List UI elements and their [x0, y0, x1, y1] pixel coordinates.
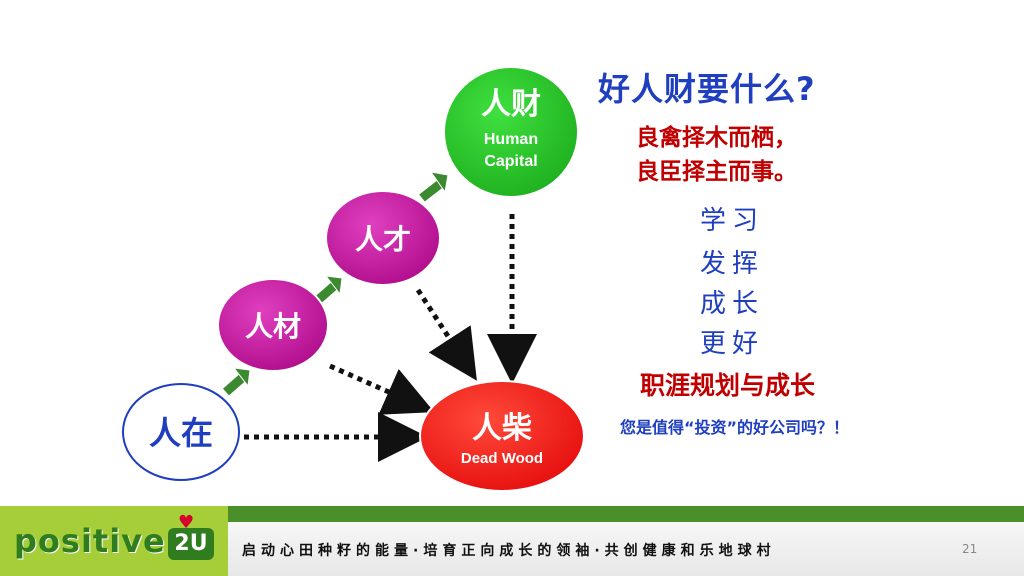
logo-text: positive — [14, 522, 166, 560]
node-rencai-wealth-en2: Capital — [484, 153, 537, 170]
word-chengzhang: 成长 — [700, 289, 765, 319]
growth-arrow-2 — [315, 275, 343, 304]
node-rencai-wealth-en1: Human — [484, 131, 538, 148]
logo-suffix: 2U — [168, 528, 214, 560]
node-renchai-en: Dead Wood — [461, 450, 543, 467]
node-rencai-wealth: 人财 Human Capital — [443, 66, 579, 198]
node-renchai: 人柴 Dead Wood — [419, 380, 585, 492]
right-title: 好人财要什么? — [598, 70, 816, 108]
arrow-rencai2-to-renchai — [415, 288, 477, 381]
arrow-rencai1-to-renchai — [328, 363, 435, 415]
word-xuexi: 学习 — [700, 206, 765, 236]
growth-arrow-1 — [223, 367, 251, 396]
page-number: 21 — [962, 542, 978, 556]
node-rencai-wealth-label: 人财 — [481, 87, 541, 122]
quote-line-1: 良禽择木而栖， — [636, 125, 797, 151]
heart-icon: ♥ — [178, 512, 195, 533]
node-rencai-talent-label: 人才 — [355, 223, 411, 256]
quote-line-2: 良臣择主而事。 — [636, 159, 797, 185]
node-rencai-talent: 人才 — [325, 190, 441, 286]
growth-arrow-3 — [419, 171, 449, 202]
node-rencai-material: 人材 — [217, 278, 329, 372]
career-heading: 职涯规划与成长 — [640, 371, 816, 400]
footer: 启动心田种籽的能量·培育正向成长的领袖·共创健康和乐地球村 21 positiv… — [0, 506, 1024, 576]
node-renzai: 人在 — [122, 383, 240, 481]
node-rencai-material-label: 人材 — [245, 310, 301, 343]
footer-stripe — [0, 506, 1024, 522]
node-renzai-label: 人在 — [149, 414, 213, 452]
word-fahui: 发挥 — [700, 249, 765, 279]
footer-tagline: 启动心田种籽的能量·培育正向成长的领袖·共创健康和乐地球村 — [242, 543, 776, 559]
word-genghao: 更好 — [700, 329, 765, 359]
question-text: 您是值得“投资”的好公司吗？！ — [620, 418, 850, 437]
node-renchai-label: 人柴 — [472, 411, 532, 446]
logo: positive ♥ 2U — [0, 506, 228, 576]
